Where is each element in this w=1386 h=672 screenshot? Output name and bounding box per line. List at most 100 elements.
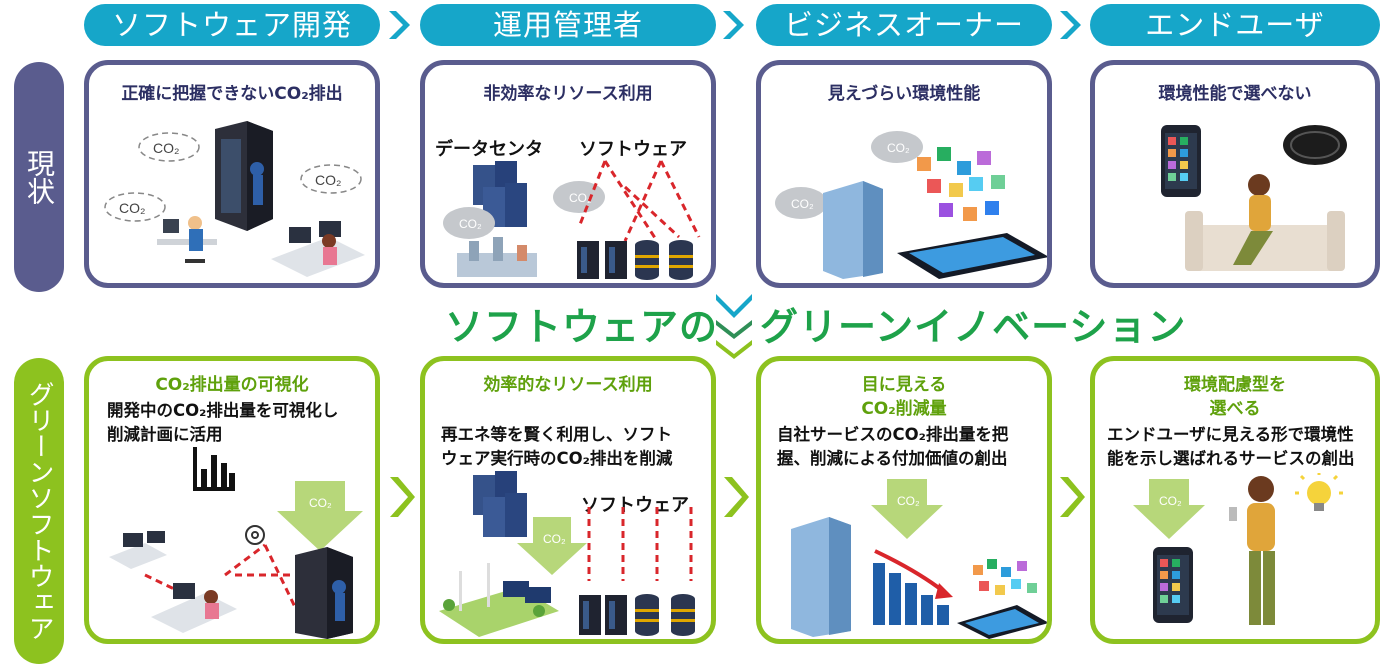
user-sofa-illustration: [1161, 125, 1347, 271]
card-description-line2: 握、削減による付加価値の創出: [777, 449, 1008, 468]
card-description-line1: エンドユーザに見える形で環境性: [1107, 425, 1354, 444]
co2-label: CO₂: [119, 200, 145, 216]
green-card-visualization: CO₂排出量の可視化 開発中のCO₂排出量を可視化し 削減計画に活用 CO₂: [84, 356, 380, 644]
current-card-software-dev: 正確に把握できないCO₂排出 CO₂ CO₂ CO₂: [84, 60, 380, 288]
desk-worker-icon: [157, 216, 217, 263]
chevron-right-icon: [723, 11, 744, 39]
card-description-line2: ウェア実行時のCO₂排出を削減: [441, 449, 673, 468]
card-title-line2: 選べる: [1209, 399, 1261, 419]
banner-right-text: グリーンイノベーション: [760, 305, 1187, 349]
efficient-resources-illustration: CO₂: [439, 471, 695, 637]
green-innovation-banner: ソフトウェアの グリーンイノベーション: [0, 296, 1386, 350]
renewable-energy-icon: [439, 563, 559, 637]
cloud-icon: CO₂: [775, 187, 827, 219]
choosable-illustration: CO₂: [1133, 473, 1343, 625]
tablet-icon: [957, 559, 1047, 639]
software-label: ソフトウェア: [579, 139, 687, 160]
cloud-icon: CO₂: [553, 181, 605, 213]
row-label-green-software: グリーンソフトウェア: [14, 358, 64, 664]
cloud-icon: CO₂: [443, 207, 495, 239]
dashed-connection-lines: [577, 160, 701, 242]
down-arrow-icon: CO₂: [517, 517, 587, 575]
chevron-right-icon: [390, 477, 415, 517]
office-workers-illustration: CO₂ CO₂ CO₂: [104, 121, 365, 277]
card-title: 環境性能で選べない: [1158, 84, 1312, 104]
server-rack-icon: [579, 595, 627, 635]
card-title: 正確に把握できないCO₂排出: [121, 84, 343, 104]
chevron-down-icon: [716, 340, 752, 359]
database-icon: [669, 240, 693, 280]
database-icon: [671, 594, 695, 636]
down-arrow-icon: CO₂: [871, 479, 943, 539]
green-card-visible-reduction: 目に見える CO₂削減量 自社サービスのCO₂排出量を把 握、削減による付加価値…: [756, 356, 1052, 644]
tablet-icon: [897, 233, 1047, 279]
down-arrow-icon: CO₂: [1133, 479, 1205, 539]
factory-icon: [457, 237, 537, 277]
workstation-icon: [271, 221, 365, 277]
dashed-connection-lines: [144, 543, 297, 608]
green-card-choosable: 環境配慮型を 選べる エンドユーザに見える形で環境性 能を示し選ばれるサービスの…: [1090, 356, 1380, 644]
person-icon: [1233, 174, 1273, 265]
banner-left-text: ソフトウェアの: [444, 305, 718, 349]
visualization-illustration: CO₂: [109, 447, 363, 639]
server-rack-icon: [577, 241, 627, 279]
building-icon: [791, 517, 851, 637]
row-label-current: 現状: [14, 62, 64, 292]
co2-label: CO₂: [897, 494, 920, 508]
card-title-line1: 環境配慮型を: [1184, 375, 1286, 395]
server-rack-icon: [215, 121, 273, 231]
down-arrow-icon: CO₂: [277, 481, 363, 551]
card-description-line2: 削減計画に活用: [107, 425, 223, 444]
chevron-right-icon: [724, 477, 749, 517]
smartphone-icon: [1161, 125, 1201, 197]
building-tablet-illustration: CO₂ CO₂: [775, 131, 1047, 279]
card-description-line1: 再エネ等を賢く利用し、ソフト: [441, 425, 672, 444]
chevron-down-icon: [716, 294, 752, 318]
green-card-efficient-resources: 効率的なリソース利用 再エネ等を賢く利用し、ソフト ウェア実行時のCO₂排出を削…: [420, 356, 716, 644]
datacenter-label: データセンタ: [435, 139, 543, 160]
co2-label: CO₂: [1159, 494, 1182, 508]
database-icon: [635, 240, 659, 280]
database-icon: [635, 594, 659, 636]
stakeholder-pill-software-dev: ソフトウェア開発: [84, 4, 380, 46]
building-icon: [823, 181, 883, 279]
datacenter-software-illustration: CO₂ CO₂: [443, 160, 701, 280]
card-description-line1: 開発中のCO₂排出量を可視化し: [107, 401, 339, 420]
app-icons-cluster: [917, 147, 1005, 221]
sofa-icon: [1185, 211, 1345, 271]
chevron-right-icon: [389, 11, 410, 39]
card-title-line2: CO₂削減量: [861, 399, 947, 419]
card-description-line1: 自社サービスのCO₂排出量を把: [777, 425, 1009, 444]
server-cluster-icon: [473, 161, 527, 227]
chevron-right-icon: [1060, 11, 1081, 39]
current-card-operations: 非効率なリソース利用 データセンタ ソフトウェア CO₂ CO₂: [420, 60, 716, 288]
person-icon: [1229, 476, 1275, 625]
card-title: CO₂排出量の可視化: [155, 375, 309, 395]
chevron-right-icon: [1060, 477, 1085, 517]
bar-chart-icon: [193, 447, 235, 491]
server-rack-icon: [295, 547, 353, 639]
co2-label: CO₂: [459, 217, 482, 231]
co2-label: CO₂: [569, 191, 592, 205]
card-title: 見えづらい環境性能: [827, 84, 981, 104]
card-title: 非効率なリソース利用: [483, 84, 653, 104]
cloud-icon: CO₂: [871, 131, 923, 163]
software-label: ソフトウェア: [581, 495, 689, 516]
lightbulb-icon: [1295, 473, 1343, 511]
card-title: 効率的なリソース利用: [483, 375, 653, 395]
reduction-illustration: CO₂: [791, 479, 1047, 639]
smartphone-icon: [1153, 547, 1193, 623]
dashed-connection-lines: [587, 507, 693, 581]
stakeholder-pill-end-user: エンドユーザ: [1090, 4, 1380, 46]
current-card-business-owner: 見えづらい環境性能 CO₂ CO₂: [756, 60, 1052, 288]
cloud-icon: CO₂: [300, 164, 362, 194]
card-title-line1: 目に見える: [861, 375, 947, 395]
cloud-icon: CO₂: [138, 132, 200, 162]
chevron-down-icon: [716, 320, 752, 339]
declining-bar-chart-icon: [873, 549, 953, 625]
stakeholder-pill-business-owner: ビジネスオーナー: [756, 4, 1052, 46]
co2-label: CO₂: [887, 141, 910, 155]
gear-icon: [245, 525, 265, 545]
co2-label: CO₂: [309, 496, 332, 510]
workstation-icon: [151, 583, 237, 633]
